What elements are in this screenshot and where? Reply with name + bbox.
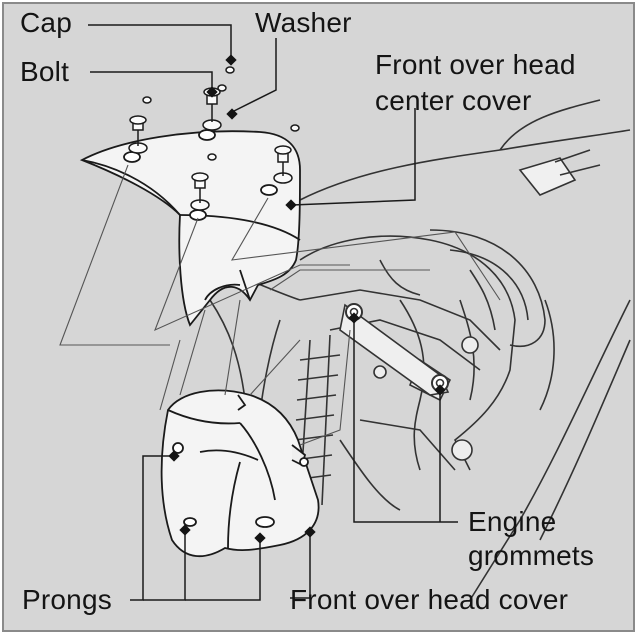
front-cover-part <box>160 389 320 558</box>
center-cover-marker <box>285 199 297 211</box>
cap-marker <box>225 54 237 66</box>
center-cover-label-line1: Front over head <box>375 49 576 80</box>
engine-grommets-label-line2: grommets <box>468 540 595 571</box>
engine-grommets-label-line1: Engine <box>468 506 557 537</box>
front-cover-marker <box>304 526 316 538</box>
washer-label: Washer <box>255 7 352 38</box>
cap-label: Cap <box>20 7 72 38</box>
prongs-label: Prongs <box>22 584 112 615</box>
grommet-marker-2 <box>434 384 446 396</box>
bolt-label: Bolt <box>20 56 70 87</box>
engine-background <box>189 99 631 601</box>
center-cover-label-line2: center cover <box>375 85 532 116</box>
prong-marker-3 <box>254 532 266 544</box>
callout-leaders <box>88 24 458 601</box>
prong-marker-2 <box>179 524 191 536</box>
callout-markers <box>168 54 446 544</box>
assembly-guide-lines <box>59 164 501 446</box>
grommet-marker-1 <box>348 312 360 324</box>
prong-marker-1 <box>168 450 180 462</box>
center-cover-part <box>79 129 301 327</box>
front-cover-label: Front over head cover <box>290 584 569 615</box>
fastener-stacks <box>128 66 300 211</box>
